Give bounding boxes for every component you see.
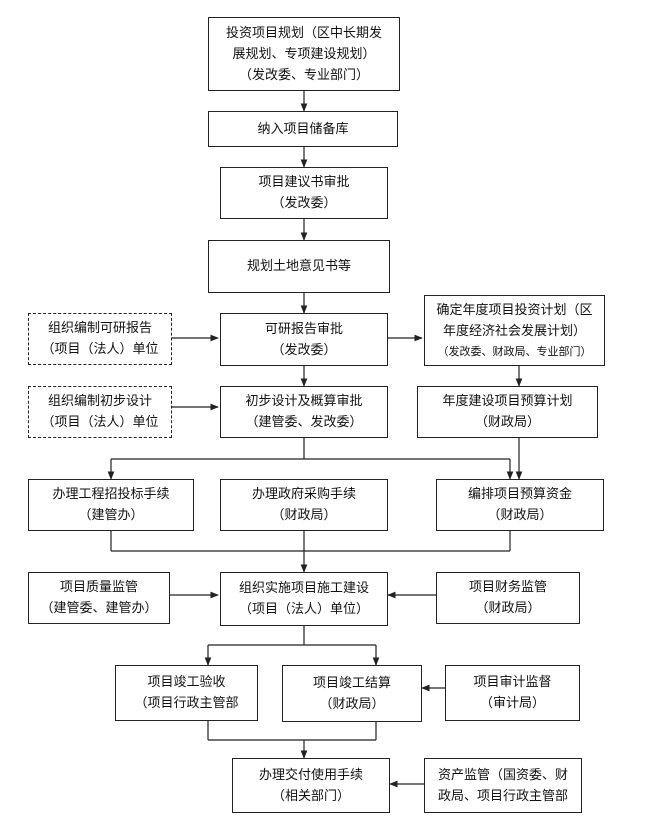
node-line: 项目建议书审批 xyxy=(258,175,350,190)
node-audit-supervision: 项目审计监督 （审计局） xyxy=(445,665,580,721)
node-org-feasibility-report: 组织编制可研报告 （项目（法人）单位 xyxy=(28,313,172,365)
node-line: 办理政府采购手续 xyxy=(251,487,356,502)
node-preliminary-design-approval: 初步设计及概算审批 （建管委、发改委） xyxy=(220,386,388,438)
node-line: 项目审计监督 xyxy=(473,675,552,690)
node-line: 可研报告审批 xyxy=(264,321,343,337)
node-line: 初步设计及概算审批 xyxy=(245,394,363,409)
node-line: （建管委、建管办） xyxy=(40,601,158,616)
node-line: （项目（法人）单位） xyxy=(238,602,369,617)
node-line: （财政局） xyxy=(271,508,337,523)
node-line: （发改委） xyxy=(271,342,337,358)
node-proposal-approval: 项目建议书审批 （发改委） xyxy=(220,167,388,219)
node-line: （项目（法人）单位 xyxy=(41,342,159,357)
node-land-opinion: 规划土地意见书等 xyxy=(208,240,390,293)
node-line: 组织编制可研报告 xyxy=(47,321,152,336)
node-line: （项目行政主管部 xyxy=(134,696,239,711)
node-line: （相关部门） xyxy=(271,788,350,804)
node-feasibility-approval: 可研报告审批 （发改委） xyxy=(220,313,388,366)
node-line: 组织编制初步设计 xyxy=(47,394,152,409)
node-line: （财政局） xyxy=(474,415,540,430)
node-line: （发改委、专业部门） xyxy=(238,67,369,83)
node-construction: 组织实施项目施工建设 （项目（法人）单位） xyxy=(220,572,388,626)
node-line: 编排项目预算资金 xyxy=(467,487,572,502)
node-line: 办理工程招投标手续 xyxy=(52,487,170,502)
node-government-procurement: 办理政府采购手续 （财政局） xyxy=(220,479,388,531)
node-budget-funding: 编排项目预算资金 （财政局） xyxy=(436,479,604,531)
node-line: 政局、项目行政主管部 xyxy=(437,788,568,804)
node-project-reserve: 纳入项目储备库 xyxy=(208,111,398,147)
node-line: （财政局） xyxy=(487,508,553,523)
node-line: 年度建设项目预算计划 xyxy=(442,394,573,409)
node-line: 办理交付使用手续 xyxy=(258,767,363,783)
node-asset-supervision: 资产监管（国资委、财 政局、项目行政主管部 xyxy=(424,758,582,813)
node-line: 投资项目规划（区中长期发 xyxy=(225,25,382,41)
node-annual-investment-plan: 确定年度项目投资计划（区 年度经济社会发展计划） （发改委、财政局、专业部门） xyxy=(424,295,605,366)
node-line: 组织实施项目施工建设 xyxy=(238,581,369,596)
node-line: （财政局） xyxy=(319,696,385,712)
node-line: 确定年度项目投资计划（区 xyxy=(436,303,593,318)
node-org-preliminary-design: 组织编制初步设计 （项目（法人）单位 xyxy=(28,386,172,438)
node-line: （审计局） xyxy=(479,696,545,711)
node-investment-plan: 投资项目规划（区中长期发 展规划、专项建设规划） （发改委、专业部门） xyxy=(208,17,400,91)
node-line: （建管办） xyxy=(78,508,144,523)
node-completion-settlement: 项目竣工结算 （财政局） xyxy=(282,665,422,722)
node-line: 项目质量监管 xyxy=(59,580,138,595)
node-line: 项目竣工结算 xyxy=(312,675,391,691)
node-line: 项目财务监管 xyxy=(468,580,547,595)
node-line: 年度经济社会发展计划） xyxy=(442,324,586,339)
node-line: （建管委、发改委） xyxy=(245,415,363,430)
node-line: （发改委、财政局、专业部门） xyxy=(437,345,592,358)
node-completion-acceptance: 项目竣工验收 （项目行政主管部 xyxy=(115,665,258,721)
node-line: 项目竣工验收 xyxy=(147,675,226,690)
node-tender-procedure: 办理工程招投标手续 （建管办） xyxy=(28,479,194,531)
node-line: （财政局） xyxy=(475,601,541,616)
node-quality-supervision: 项目质量监管 （建管委、建管办） xyxy=(28,572,170,624)
node-line: 展规划、专项建设规划） xyxy=(232,46,376,62)
node-line: 规划土地意见书等 xyxy=(246,259,351,274)
node-line: 纳入项目储备库 xyxy=(257,121,349,137)
node-annual-budget-plan: 年度建设项目预算计划 （财政局） xyxy=(417,386,598,438)
node-line: （项目（法人）单位 xyxy=(41,415,159,430)
node-line: 资产监管（国资委、财 xyxy=(437,767,568,783)
node-handover: 办理交付使用手续 （相关部门） xyxy=(232,758,390,813)
node-line: （发改委） xyxy=(271,196,337,211)
node-financial-supervision: 项目财务监管 （财政局） xyxy=(436,572,580,624)
